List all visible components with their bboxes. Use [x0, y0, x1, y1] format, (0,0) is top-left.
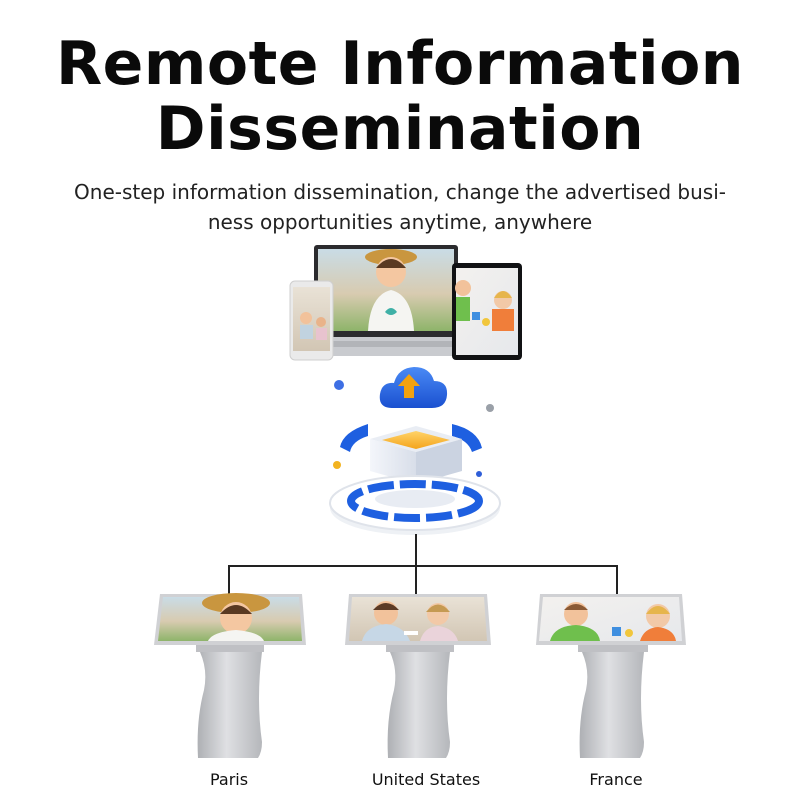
cloud-upload-icon	[379, 367, 448, 408]
subtitle-line-2: ness opportunities anytime, anywhere	[207, 210, 593, 234]
laptop	[300, 245, 472, 356]
kiosk-label-paris: Paris	[209, 770, 249, 789]
kiosk-label-united-states: United States	[371, 770, 481, 789]
tablet	[452, 263, 522, 360]
headline-line-1: Remote Information	[55, 29, 745, 99]
subtitle-line-1: One-step information dissemination, chan…	[74, 180, 726, 204]
kiosk-united-states	[345, 594, 491, 758]
kiosk-france	[536, 594, 686, 758]
source-devices	[289, 245, 522, 361]
cloud-server-icon	[370, 426, 462, 484]
cloud-platform	[329, 367, 501, 535]
kiosk-paris	[154, 593, 306, 758]
headline-line-2: Dissemination	[155, 94, 645, 164]
kiosk-label-france: France	[589, 770, 643, 789]
connector-lines	[228, 534, 618, 596]
smartphone	[289, 280, 334, 361]
